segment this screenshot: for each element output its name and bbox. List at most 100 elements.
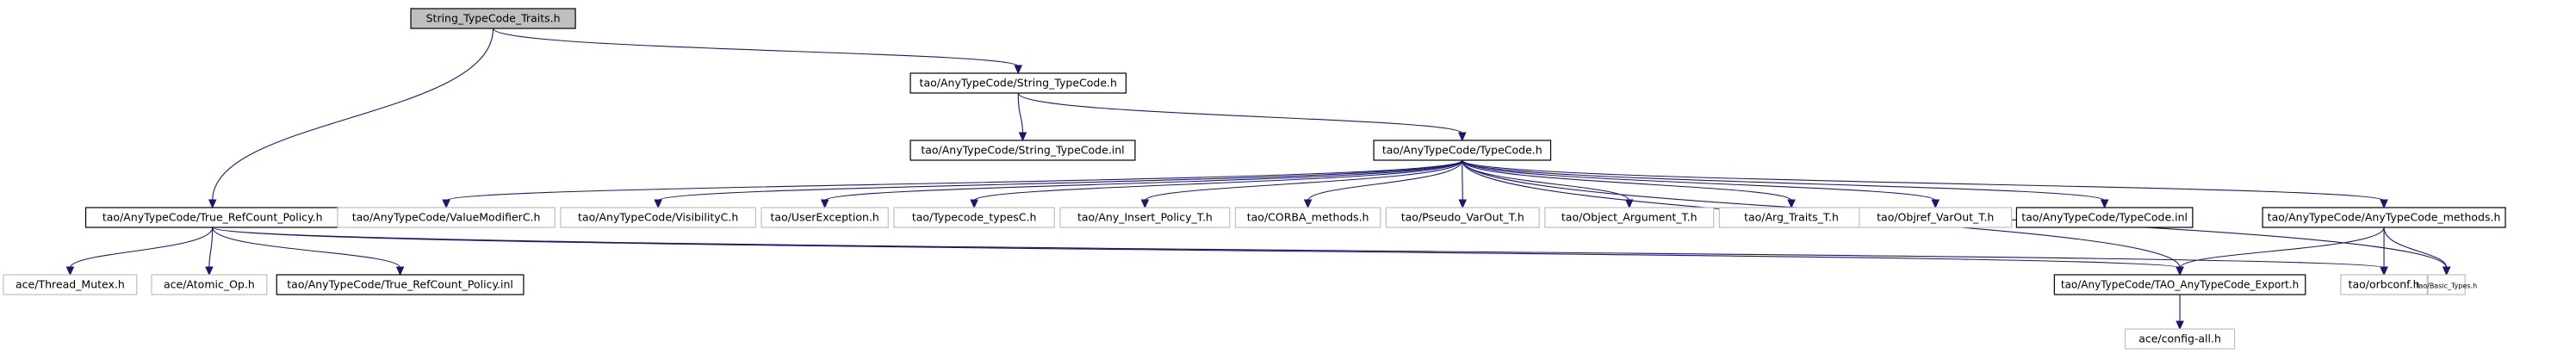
node-ace-atomic-op-h: ace/Atomic_Op.h [151, 274, 268, 295]
edge-arrowhead [2176, 266, 2184, 276]
node-box [909, 72, 1127, 94]
node-label: tao/AnyTypeCode/ValueModifierC.h [352, 211, 541, 224]
node-box [276, 274, 525, 295]
node-tao-any-insert-policy-t-h: tao/Any_Insert_Policy_T.h [1059, 207, 1231, 228]
edge-arrowhead [1458, 199, 1468, 209]
node-tao-anytypecode-valuemodifierc-h: tao/AnyTypeCode/ValueModifierC.h [337, 207, 556, 228]
node-box [2262, 207, 2506, 228]
edge-arrowhead [1018, 132, 1027, 142]
edge-arrowhead [2100, 199, 2109, 209]
node-label: tao/AnyTypeCode/TypeCode.inl [2021, 211, 2188, 224]
node-label: tao/Any_Insert_Policy_T.h [1077, 211, 1213, 224]
edge-anytc_methods-to-basic_types [2383, 227, 2448, 269]
edge-arrowhead [1303, 199, 1313, 209]
edge-refcount_h-to-orbconf [212, 227, 2385, 269]
node-label: tao/Typecode_typesC.h [912, 211, 1037, 224]
node-label: tao/Pseudo_VarOut_T.h [1401, 211, 1524, 224]
node-label: tao/UserException.h [771, 211, 879, 224]
node-label: tao/AnyTypeCode/VisibilityC.h [578, 211, 738, 224]
node-box [1544, 207, 1715, 228]
node-box [151, 274, 268, 295]
node-label: tao/Object_Argument_T.h [1561, 211, 1698, 224]
node-box [2427, 274, 2466, 295]
edge-typecode_h-to-anytc_methods [1462, 159, 2385, 202]
edge-arrowhead [1140, 199, 1150, 209]
edge-string_tc_h-to-typecode_h [1017, 92, 1463, 134]
node-label: tao/AnyTypeCode/True_RefCount_Policy.inl [287, 278, 513, 291]
edge-typecode_h-to-typecode_inl [1462, 159, 2106, 202]
node-label: tao/AnyTypeCode/TAO_AnyTypeCode_Export.h [2061, 279, 2299, 291]
edge-refcount_h-to-tao_export [212, 227, 2181, 269]
node-box [2053, 274, 2306, 295]
edge-arrowhead [442, 199, 450, 209]
edge-arrowhead [1014, 65, 1023, 75]
node-label: ace/config-all.h [2138, 332, 2221, 345]
node-box [909, 140, 1136, 161]
node-label: tao/CORBA_methods.h [1247, 211, 1369, 224]
edge-arrowhead [654, 199, 662, 209]
node-tao-anytypecode-true-refcount-policy-inl[interactable]: tao/AnyTypeCode/True_RefCount_Policy.inl [276, 274, 525, 295]
node-label: tao/AnyTypeCode/True_RefCount_Policy.h [102, 211, 323, 224]
edge-typecode_h-to-userexception [824, 159, 1463, 202]
edge-typecode_h-to-arg_traits [1462, 159, 1792, 202]
node-box [1859, 207, 2013, 228]
edge-arrowhead [820, 199, 829, 209]
node-box [1059, 207, 1231, 228]
node-ace-thread-mutex-h: ace/Thread_Mutex.h [3, 274, 138, 295]
node-tao-basic-types-h: tao/Basic_Types.h [2416, 274, 2477, 295]
node-box [1385, 207, 1540, 228]
node-tao-anytypecode-visibilityc-h: tao/AnyTypeCode/VisibilityC.h [560, 207, 757, 228]
edge-root-to-string_tc_h [493, 28, 1019, 67]
node-tao-anytypecode-true-refcount-policy-h[interactable]: tao/AnyTypeCode/True_RefCount_Policy.h [84, 207, 340, 228]
node-box [410, 8, 576, 29]
edge-typecode_h-to-valuemodifier [445, 159, 1463, 202]
node-label: tao/AnyTypeCode/TypeCode.h [1382, 144, 1542, 157]
edge-typecode_h-to-corba_methods [1307, 159, 1463, 202]
node-tao-object-argument-t-h: tao/Object_Argument_T.h [1544, 207, 1715, 228]
node-tao-userexception-h: tao/UserException.h [760, 207, 889, 228]
node-box [893, 207, 1055, 228]
node-tao-corba-methods-h: tao/CORBA_methods.h [1234, 207, 1381, 228]
node-tao-orbconf-h: tao/orbconf.h [2340, 274, 2428, 295]
node-box [3, 274, 138, 295]
node-box [2340, 274, 2428, 295]
node-label: ace/Thread_Mutex.h [16, 278, 125, 291]
edge-arrowhead [2380, 199, 2388, 209]
node-tao-anytypecode-typecode-inl[interactable]: tao/AnyTypeCode/TypeCode.inl [2015, 207, 2194, 228]
node-tao-anytypecode-typecode-h[interactable]: tao/AnyTypeCode/TypeCode.h [1373, 140, 1552, 161]
node-tao-anytypecode-anytypecode-methods-h[interactable]: tao/AnyTypeCode/AnyTypeCode_methods.h [2262, 207, 2506, 228]
node-string-typecode-traits-h: String_TypeCode_Traits.h [410, 8, 576, 29]
node-label: tao/Arg_Traits_T.h [1744, 211, 1839, 224]
node-tao-typecode-typesc-h: tao/Typecode_typesC.h [893, 207, 1055, 228]
node-tao-pseudo-varout-t-h: tao/Pseudo_VarOut_T.h [1385, 207, 1540, 228]
node-box [1234, 207, 1381, 228]
node-label: tao/Basic_Types.h [2416, 283, 2477, 290]
node-box [560, 207, 757, 228]
graph-nodes: String_TypeCode_Traits.h tao/AnyTypeCode/… [3, 8, 2506, 350]
edge-typecode_h-to-typecode_types [973, 159, 1463, 202]
node-box [2124, 328, 2236, 350]
node-label: String_TypeCode_Traits.h [426, 12, 561, 25]
node-label: tao/AnyTypeCode/String_TypeCode.h [920, 77, 1117, 90]
node-label: tao/AnyTypeCode/String_TypeCode.inl [921, 144, 1124, 157]
node-box [2015, 207, 2194, 228]
edge-arrowhead [970, 199, 978, 209]
node-label: ace/Atomic_Op.h [164, 278, 255, 291]
edge-anytc_methods-to-tao_export [2179, 227, 2385, 269]
node-tao-arg-traits-t-h: tao/Arg_Traits_T.h [1718, 207, 1865, 228]
graph-edges [65, 28, 2451, 331]
node-label: tao/AnyTypeCode/AnyTypeCode_methods.h [2268, 211, 2501, 224]
edge-refcount_h-to-atomic_op [208, 227, 214, 269]
edge-arrowhead [65, 266, 75, 276]
node-tao-anytypecode-string-typecode-inl[interactable]: tao/AnyTypeCode/String_TypeCode.inl [909, 140, 1136, 161]
node-box [760, 207, 889, 228]
node-tao-anytypecode-tao-anytypecode-export-h[interactable]: tao/AnyTypeCode/TAO_AnyTypeCode_Export.h [2053, 274, 2306, 295]
node-tao-anytypecode-string-typecode-h[interactable]: tao/AnyTypeCode/String_TypeCode.h [909, 72, 1127, 94]
edge-arrowhead [2380, 266, 2388, 276]
edge-arrowhead [2176, 320, 2184, 331]
edge-arrowhead [1931, 199, 1940, 209]
edge-arrowhead [208, 199, 217, 209]
edge-arrowhead [1787, 199, 1796, 209]
edge-arrowhead [395, 266, 405, 276]
